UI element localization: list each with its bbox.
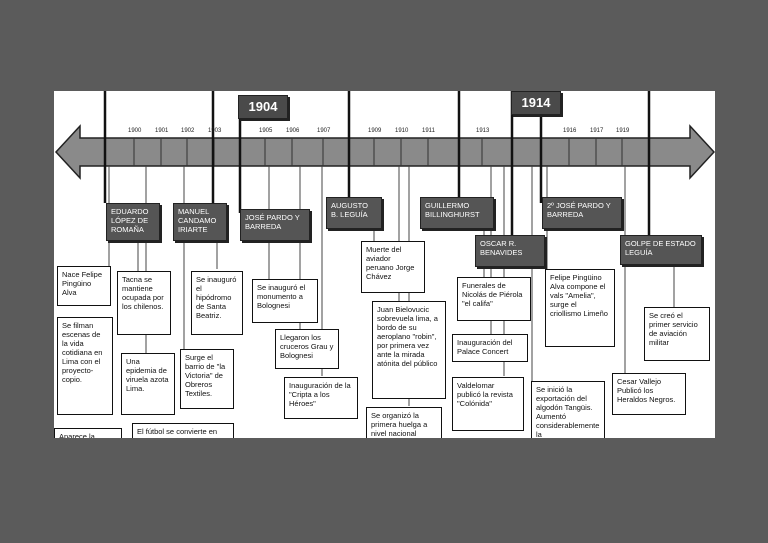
tick-label: 1906	[286, 128, 300, 134]
tick-label: 1907	[317, 128, 331, 134]
event-box: Tacna se mantiene ocupada por los chilen…	[117, 271, 171, 335]
government-leguia: AUGUSTO B. LEGUÍA	[326, 197, 382, 229]
tick-label: 1919	[616, 128, 630, 134]
event-box: Muerte del aviador peruano Jorge Chávez	[361, 241, 425, 293]
event-box: Se inició la exportación del algodón Tan…	[531, 381, 605, 438]
event-box: Llegaron los cruceros Grau y Bolognesi	[275, 329, 339, 369]
event-box: Se inauguró el monumento a Bolognesi	[252, 279, 318, 323]
year-label-1914: 1914	[511, 91, 561, 115]
event-box: Cesar Vallejo Publicó los Heraldos Negro…	[612, 373, 686, 415]
event-box: El fútbol se convierte en	[132, 423, 234, 438]
tick-label: 1901	[155, 128, 169, 134]
event-box: Se filman escenas de la vida cotidiana e…	[57, 317, 113, 415]
tick-label: 1913	[476, 128, 490, 134]
year-label-1904: 1904	[238, 95, 288, 119]
tick-label: 1909	[368, 128, 382, 134]
event-box: Juan Bielovucic sobrevuela lima, a bordo…	[372, 301, 446, 399]
event-box: Aparece la	[54, 428, 122, 438]
tick-label: 1900	[128, 128, 142, 134]
timeline-slide: 1904 1914 1900 1901 1902 1903 1905 1906 …	[54, 91, 715, 438]
event-box: Valdelomar publicó la revista "Colónida"	[452, 377, 524, 431]
event-box: Se organizó la primera huelga a nivel na…	[366, 407, 442, 438]
government-golpe-leguia: GOLPE DE ESTADO LEGUÍA	[620, 235, 702, 265]
government-pardo-2: 2º JOSÉ PARDO Y BARREDA	[542, 197, 622, 229]
event-box: Funerales de Nicolás de Piérola "el cali…	[457, 277, 531, 321]
tick-label: 1905	[259, 128, 273, 134]
government-candamo: MANUEL CANDAMO IRIARTE	[173, 203, 227, 241]
event-box: Inauguración del Palace Concert	[452, 334, 528, 362]
tick-label: 1910	[395, 128, 409, 134]
timeline-graphic	[54, 91, 715, 406]
tick-label: 1911	[422, 128, 435, 134]
event-box: Se creó el primer servicio de aviación m…	[644, 307, 710, 361]
tick-label: 1917	[590, 128, 604, 134]
government-pardo: JOSÉ PARDO Y BARREDA	[240, 209, 310, 241]
government-lopez-de-romana: EDUARDO LÓPEZ DE ROMAÑA	[106, 203, 160, 241]
timeline-arrow	[54, 124, 715, 180]
event-box: Se inauguró el hipódromo de Santa Beatri…	[191, 271, 243, 335]
tick-label: 1902	[181, 128, 195, 134]
event-box: Surge el barrio de "la Victoria" de Obre…	[180, 349, 234, 409]
event-box: Nace Felipe Pingüino Alva	[57, 266, 111, 306]
government-billinghurst: GUILLERMO BILLINGHURST	[420, 197, 494, 229]
event-box: Felipe Pingüino Alva compone el vals "Am…	[545, 269, 615, 347]
event-box: Una epidemia de viruela azota Lima.	[121, 353, 175, 415]
event-box: Inauguración de la "Cripta a los Héroes"	[284, 377, 358, 419]
government-benavides: OSCAR R. BENAVIDES	[475, 235, 545, 267]
tick-label: 1903	[208, 128, 222, 134]
tick-label: 1916	[563, 128, 577, 134]
